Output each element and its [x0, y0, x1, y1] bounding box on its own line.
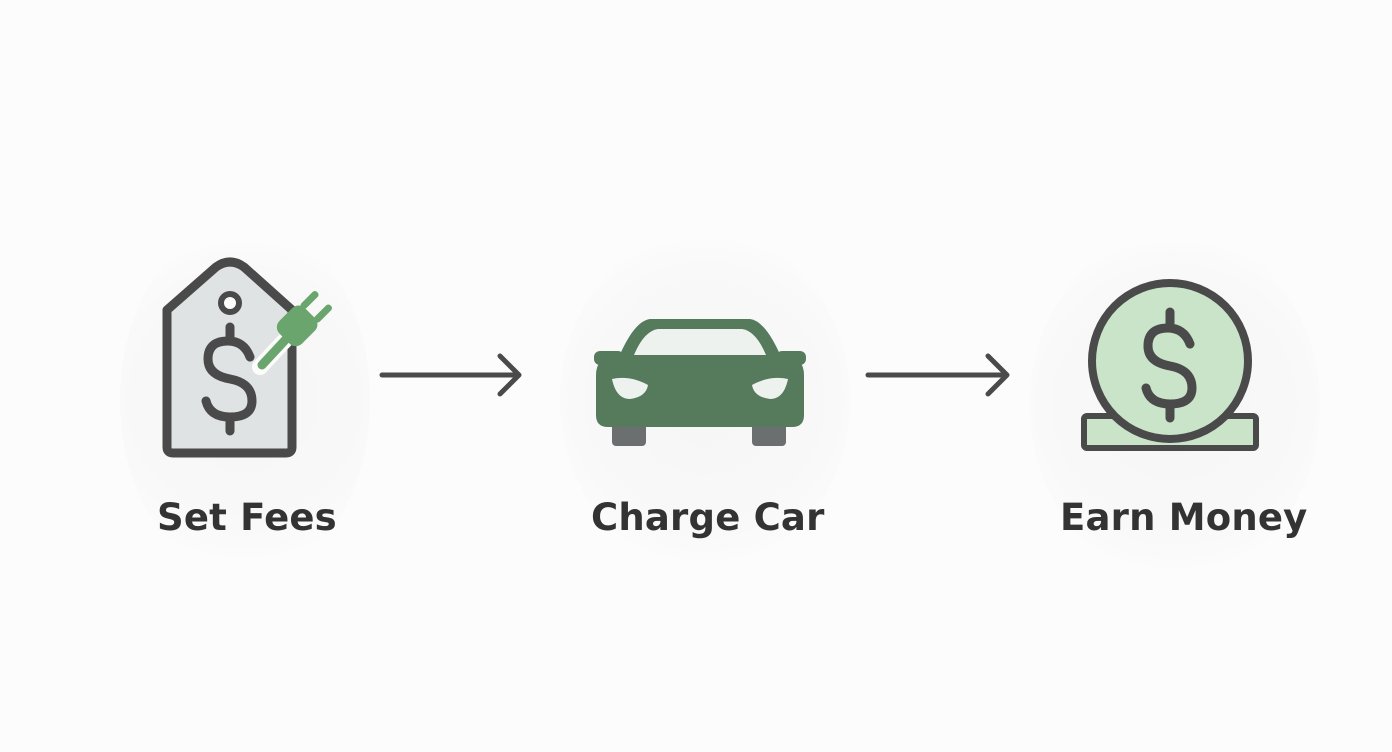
arrow-right-icon	[378, 352, 528, 398]
arrow-right-icon	[864, 352, 1016, 398]
step-label-charge-car: Charge Car	[591, 496, 825, 539]
step-label-earn-money: Earn Money	[1060, 496, 1308, 539]
coin-stack-icon	[1078, 278, 1262, 454]
step-label-set-fees: Set Fees	[157, 496, 337, 539]
car-icon	[590, 315, 810, 450]
price-tag-plug-icon	[150, 255, 350, 465]
